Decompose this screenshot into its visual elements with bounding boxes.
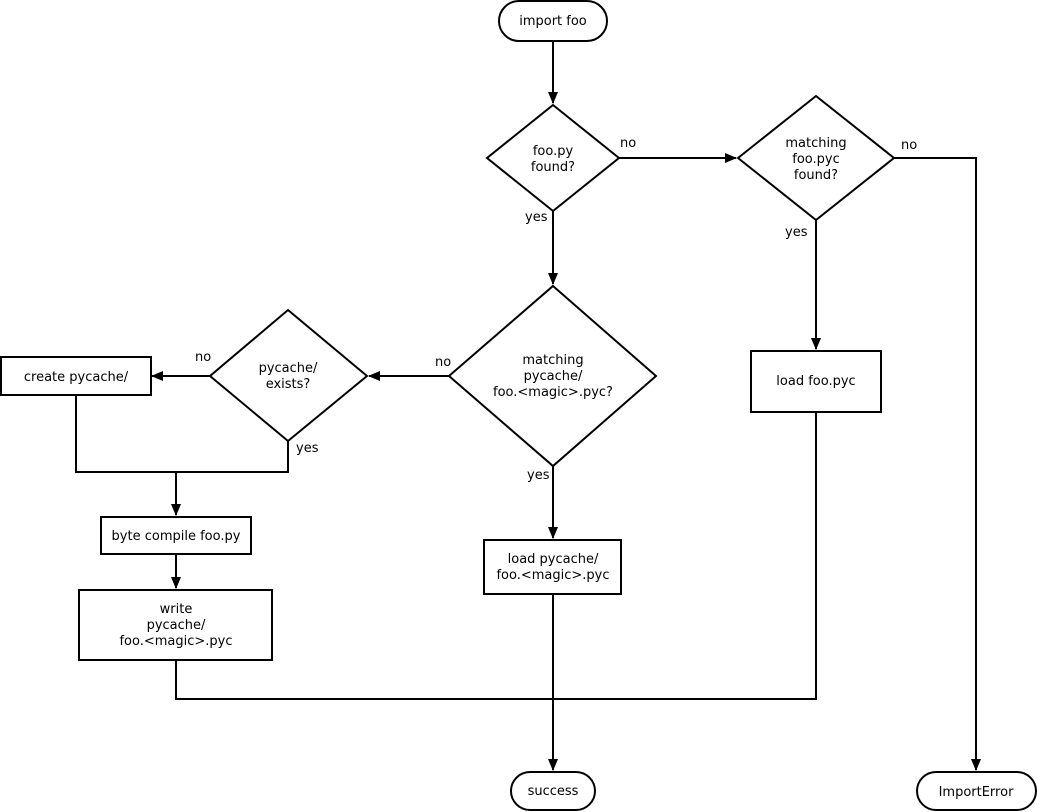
process-shape: [483, 539, 622, 595]
edge-create-pycache-to-merge: [75, 395, 176, 473]
node-text: matching: [785, 136, 846, 151]
node-import-foo: import foo: [498, 0, 608, 42]
edge-load-foo-pyc-to-bottom: [553, 412, 817, 700]
node-text: ImportError: [939, 785, 1014, 800]
edge-pycache-exists-yes: [176, 441, 289, 473]
node-matching-foo-pyc: matching foo.pyc found?: [736, 94, 896, 222]
node-text: pycache/: [259, 361, 318, 376]
node-text: import foo: [519, 14, 587, 29]
node-load-foo-pyc: load foo.pyc: [750, 350, 882, 413]
decision-shape: [736, 94, 896, 222]
node-pycache-exists: pycache/ exists?: [208, 308, 369, 443]
label-foo-pyc-no: no: [901, 138, 917, 153]
node-text: foo.<magic>.pyc?: [493, 385, 613, 400]
node-text: exists?: [266, 377, 311, 392]
label-foo-py-no: no: [620, 136, 636, 151]
node-text: pycache/: [147, 618, 206, 633]
node-load-pycache: load pycache/ foo.<magic>.pyc: [483, 539, 622, 595]
decision-shape: [208, 308, 369, 443]
decision-shape: [447, 284, 658, 468]
node-success: success: [510, 771, 596, 811]
process-shape: [750, 350, 882, 413]
edge-foo-pyc-no: [894, 157, 981, 771]
node-import-error: ImportError: [916, 771, 1037, 811]
node-text: foo.<magic>.pyc: [496, 568, 609, 583]
node-matching-pycache: matching pycache/ foo.<magic>.pyc?: [447, 284, 658, 468]
node-text: write: [160, 602, 193, 617]
node-text: create pycache/: [24, 370, 129, 385]
process-shape: [100, 516, 252, 555]
node-text: load pycache/: [508, 552, 599, 567]
node-foo-py-found: foo.py found?: [485, 103, 621, 213]
node-text: matching: [522, 353, 583, 368]
terminal-shape: [510, 771, 596, 811]
node-text: foo.pyc: [792, 152, 839, 167]
node-text: success: [528, 784, 579, 799]
terminal-shape: [916, 771, 1037, 811]
connectors: [75, 41, 981, 771]
process-shape: [0, 356, 152, 396]
node-text: found?: [531, 160, 575, 175]
node-write-pycache: write pycache/ foo.<magic>.pyc: [78, 589, 273, 661]
node-byte-compile: byte compile foo.py: [100, 516, 252, 555]
label-pycache-match-yes: yes: [527, 468, 550, 483]
label-pycache-match-no: no: [435, 355, 451, 370]
node-text: pycache/: [524, 369, 583, 384]
edge-labels: no yes no yes no yes no yes: [195, 136, 917, 483]
node-text: found?: [794, 168, 838, 183]
node-text: load foo.pyc: [776, 374, 855, 389]
label-foo-pyc-yes: yes: [785, 225, 808, 240]
node-text: foo.<magic>.pyc: [119, 634, 232, 649]
terminal-shape: [498, 0, 608, 42]
node-text: foo.py: [533, 144, 574, 159]
label-pycache-exists-no: no: [195, 350, 211, 365]
process-shape: [78, 589, 273, 661]
decision-shape: [485, 103, 621, 213]
edge-write-to-bottom: [175, 660, 553, 700]
label-pycache-exists-yes: yes: [296, 441, 319, 456]
node-text: byte compile foo.py: [112, 529, 241, 544]
node-create-pycache: create pycache/: [0, 356, 152, 396]
label-foo-py-yes: yes: [525, 210, 548, 225]
